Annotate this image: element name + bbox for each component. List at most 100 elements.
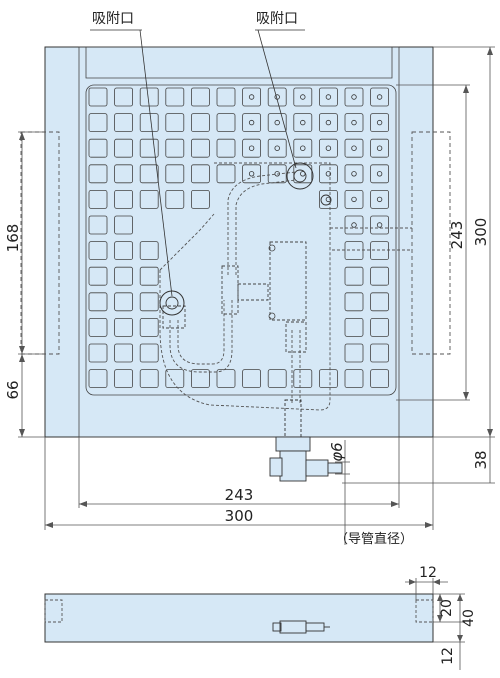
- grid-cell: [139, 369, 159, 389]
- grid-cell: [114, 369, 133, 389]
- grid-cell: [165, 369, 185, 389]
- grid-cell: [344, 292, 364, 312]
- suction-port-right: [286, 162, 314, 190]
- grid-cell: [114, 87, 133, 107]
- grid-cell: [190, 113, 210, 132]
- grid-cell-hole: [274, 119, 280, 126]
- grid-cell: [139, 292, 159, 312]
- grid-cell: [267, 164, 287, 184]
- grid-cell: [344, 241, 364, 261]
- pipe-left-loop: [169, 300, 233, 373]
- dimension-arrows: [19, 47, 493, 528]
- grid-cell: [216, 113, 236, 132]
- manifold-screw-top: [268, 244, 276, 252]
- grid-cell: [190, 164, 210, 184]
- grid-cell: [267, 113, 287, 132]
- grid-cell: [370, 266, 390, 286]
- grid-cell: [370, 189, 390, 209]
- grid-cell-hole: [376, 222, 383, 228]
- arrow: [457, 594, 463, 601]
- arrow: [19, 346, 25, 354]
- grid-cell: [190, 189, 210, 209]
- grid-cell: [139, 164, 159, 184]
- side-fitting-nut: [272, 622, 282, 632]
- right-slot: [411, 131, 451, 355]
- suction-port-label-left: 吸附口: [92, 11, 134, 27]
- grid-cell: [344, 266, 364, 286]
- arrow: [19, 132, 25, 140]
- grid-cell: [114, 241, 133, 261]
- grid-cell: [318, 164, 338, 184]
- suction-port-right-inner: [293, 169, 307, 183]
- grid-cell: [267, 369, 287, 389]
- grid-cell: [88, 215, 108, 235]
- grid-cell: [216, 164, 236, 184]
- grid-cell: [293, 369, 313, 389]
- grid-cell: [139, 266, 159, 286]
- leader-left-port: [139, 29, 173, 297]
- grid-cell: [370, 343, 390, 363]
- grid-cell: [88, 343, 108, 363]
- grid-cell-hole: [351, 145, 357, 151]
- grid-cell: [242, 369, 262, 389]
- grid-cell: [88, 87, 108, 107]
- grid-cell: [293, 87, 313, 107]
- grid-cell: [88, 266, 108, 286]
- grid-cell: [318, 113, 338, 132]
- grid-cell: [114, 189, 133, 209]
- grid-cell: [139, 189, 159, 209]
- pipe-fitting-2: [162, 305, 186, 329]
- grid-cell: [242, 87, 262, 107]
- grid-cell: [370, 215, 390, 235]
- side-dimension-lines: [405, 578, 465, 670]
- grid-cell: [318, 189, 338, 209]
- grid-cell-hole: [248, 171, 255, 177]
- side-dimension-arrows: [409, 579, 463, 642]
- dim-38: 38: [472, 450, 490, 469]
- grid-cell: [267, 87, 287, 107]
- grid-cell: [370, 241, 390, 261]
- grid-cell: [344, 369, 364, 389]
- grid-cell: [370, 87, 390, 107]
- grid-cell: [370, 317, 390, 337]
- grid-cell: [139, 138, 159, 158]
- grid-cell-hole: [351, 119, 357, 126]
- grid-cell: [370, 164, 390, 184]
- grid-cell: [344, 215, 364, 235]
- grid-cell: [165, 138, 185, 158]
- arrow: [19, 354, 25, 362]
- grid-cell: [318, 87, 338, 107]
- grid-cell-hole: [300, 119, 306, 126]
- arrow: [437, 594, 443, 601]
- grid-cell: [88, 164, 108, 184]
- dim-side-12-bottom: 12: [440, 647, 456, 665]
- internal-piping: [159, 162, 412, 411]
- grid-cell: [370, 292, 390, 312]
- grid-cell: [88, 241, 108, 261]
- arrow: [425, 522, 433, 528]
- grid-cell-hole: [325, 94, 332, 100]
- grid-cell-hole: [274, 145, 280, 151]
- side-right-slot: [415, 599, 434, 623]
- grid-cell: [370, 138, 390, 158]
- grid-cell: [190, 369, 210, 389]
- grid-cell: [114, 317, 133, 337]
- arrow: [433, 579, 440, 585]
- grid-cell: [216, 138, 236, 158]
- grid-cell: [114, 292, 133, 312]
- grid-cell: [139, 317, 159, 337]
- grid-cell-hole: [351, 222, 357, 228]
- grid-cell: [114, 215, 133, 235]
- grid-cell-hole: [351, 171, 357, 177]
- grid-cell: [114, 113, 133, 132]
- grid-cell: [267, 138, 287, 158]
- grid-cell-hole: [376, 145, 383, 151]
- leader-right-port: [257, 29, 297, 169]
- grid-cell: [216, 87, 236, 107]
- grid-cell: [344, 113, 364, 132]
- grid-cell: [88, 369, 108, 389]
- arrow: [457, 635, 463, 642]
- outlet-elbow: [279, 450, 307, 482]
- dim-300-bottom: 300: [225, 507, 254, 525]
